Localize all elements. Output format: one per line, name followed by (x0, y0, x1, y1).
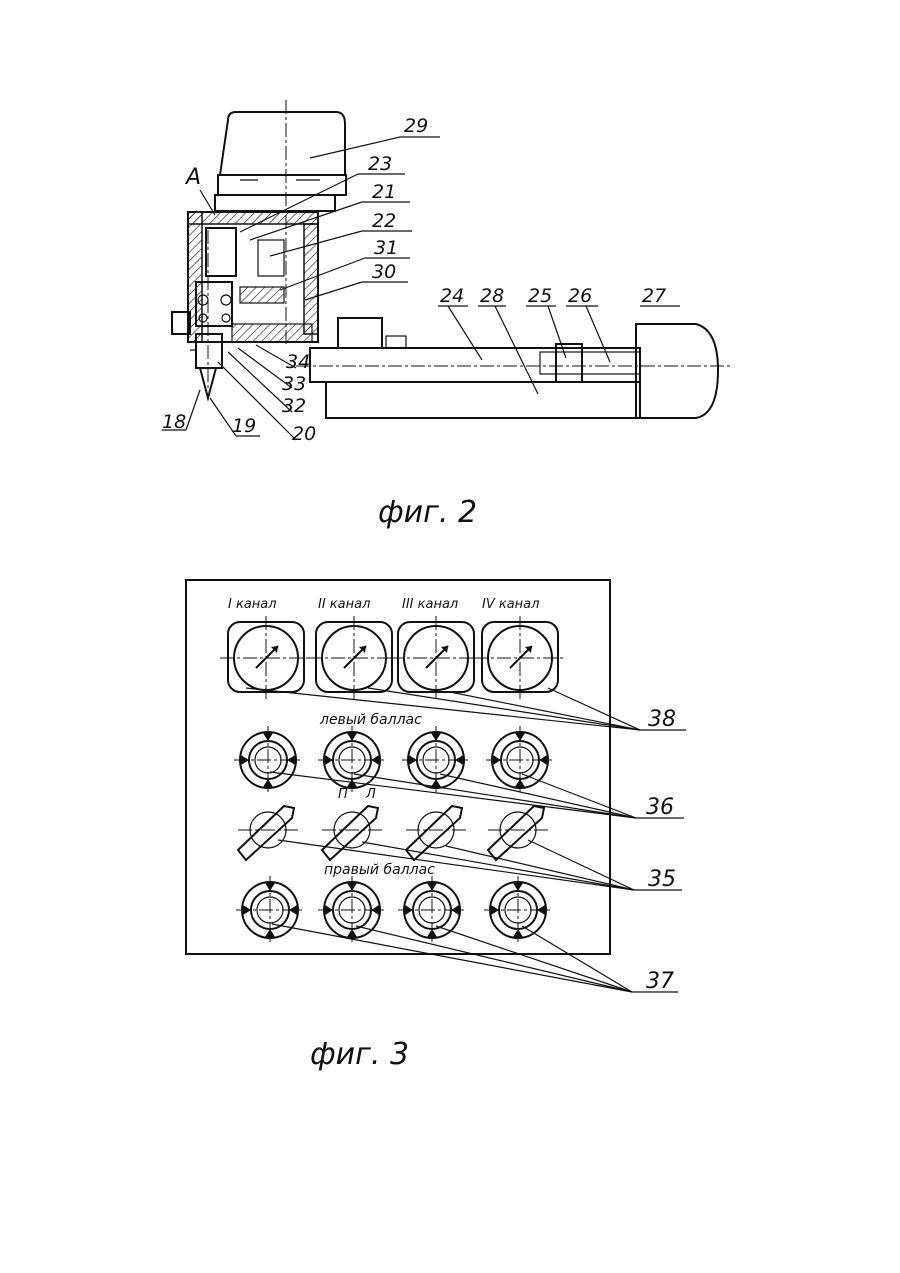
switch-mark-l: Л (365, 787, 376, 802)
figure-2-labels: A 29 23 21 22 31 30 24 28 25 26 27 34 33… (162, 115, 666, 530)
callout-32: 32 (282, 395, 306, 417)
channel-1-label: I канал (228, 597, 277, 612)
coupling-25 (556, 344, 582, 382)
callout-22: 22 (372, 210, 396, 232)
callout-35: 35 (648, 867, 676, 892)
channel-2-label: II канал (318, 597, 370, 612)
left-balance-knobs (234, 726, 554, 794)
motor-29 (220, 112, 345, 175)
channel-gauge (308, 616, 400, 700)
base-plate-30 (232, 324, 312, 342)
balance-knob[interactable] (484, 876, 552, 944)
cam-31 (240, 287, 284, 303)
bed-28 (326, 382, 640, 418)
balance-knob[interactable] (318, 726, 386, 794)
callout-20: 20 (292, 423, 316, 445)
callout-23: 23 (368, 153, 392, 175)
callout-33: 33 (282, 373, 306, 395)
balance-knob[interactable] (402, 726, 470, 794)
callout-29: 29 (404, 115, 428, 137)
channel-3-label: III канал (402, 597, 458, 612)
channel-gauge (474, 616, 566, 700)
callout-30: 30 (372, 261, 396, 283)
figure-3-labels: I канал II канал III канал IV канал левы… (228, 597, 539, 878)
callout-37: 37 (646, 969, 674, 994)
callout-25: 25 (528, 285, 552, 307)
callout-18: 18 (162, 411, 186, 433)
inner-gear-22 (258, 240, 284, 276)
figure-2-caption: фиг. 2 (378, 495, 477, 530)
gear-block (206, 228, 236, 276)
right-balance-knobs (236, 876, 552, 944)
balance-knob[interactable] (234, 726, 302, 794)
clamp-block (338, 318, 382, 348)
callout-38: 38 (648, 707, 676, 732)
mode-switch[interactable] (322, 806, 382, 860)
balance-knob[interactable] (236, 876, 304, 944)
slide-24 (310, 348, 640, 382)
callout-24: 24 (440, 285, 464, 307)
housing-top (188, 212, 318, 224)
switch-mark-p: П (338, 787, 348, 802)
callout-27: 27 (642, 285, 666, 307)
channel-gauge (390, 616, 482, 700)
mode-switches (238, 806, 548, 860)
figure-2-drawing (172, 100, 730, 418)
gauges-row (220, 616, 566, 700)
motor-flange (218, 175, 346, 195)
mode-switch[interactable] (238, 806, 298, 860)
housing-wall-right (304, 224, 318, 334)
callout-26: 26 (568, 285, 592, 307)
callout-19: 19 (232, 415, 256, 437)
callout-34: 34 (286, 351, 310, 373)
balance-knob[interactable] (486, 726, 554, 794)
section-mark-a: A (184, 165, 201, 190)
left-balance-label: левый баллас (319, 712, 422, 728)
channel-gauge (220, 616, 312, 700)
drive-motor-27 (636, 324, 718, 418)
figure-3-leaders: 38 36 35 37 фиг. 3 (246, 688, 686, 1072)
figure-3-caption: фиг. 3 (310, 1037, 409, 1072)
motor-base (215, 195, 335, 211)
right-balance-label: правый баллас (324, 862, 435, 878)
stop-block (386, 336, 406, 348)
channel-4-label: IV канал (482, 597, 539, 612)
callout-28: 28 (480, 285, 504, 307)
callout-31: 31 (374, 237, 398, 259)
callout-21: 21 (372, 181, 396, 203)
callout-36: 36 (646, 795, 674, 820)
mode-switch[interactable] (488, 806, 548, 860)
balance-knob[interactable] (398, 876, 466, 944)
balance-knob[interactable] (318, 876, 386, 944)
